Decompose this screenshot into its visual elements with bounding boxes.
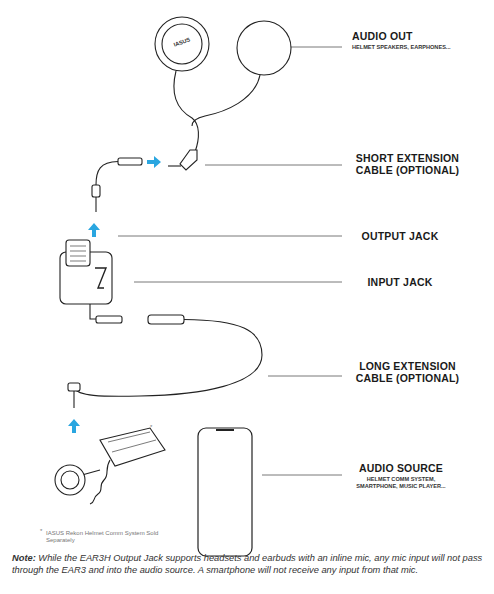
note-text: While the EAR3H Output Jack supports hea… — [12, 553, 482, 575]
part-label: SHORT EXTENSION CABLE (OPTIONAL) — [345, 152, 470, 176]
footnote-text: IASUS Rekon Helmet Comm System Sold Sepa… — [46, 530, 166, 544]
footnote-mark: * — [150, 424, 160, 431]
smartphone — [198, 428, 252, 556]
long-extension-cable — [68, 312, 262, 408]
part-sublabel: HELMET COMM SYSTEM, SMARTPHONE, MUSIC PL… — [355, 476, 447, 490]
comm-system — [55, 428, 165, 504]
part-label: AUDIO SOURCE — [345, 462, 457, 474]
leader-lines — [118, 47, 342, 475]
part-label: INPUT JACK — [345, 276, 455, 288]
note-block: Note: While the EAR3H Output Jack suppor… — [12, 552, 484, 576]
part-label: AUDIO OUT — [352, 30, 462, 42]
part-sublabel: HELMET SPEAKERS, EARPHONES... — [352, 44, 462, 51]
ear3-device — [60, 240, 112, 312]
short-extension-cable — [92, 158, 142, 212]
note-heading: Note: — [12, 553, 36, 563]
part-label: OUTPUT JACK — [345, 230, 455, 242]
speakers — [155, 17, 291, 170]
part-label: LONG EXTENSION CABLE (OPTIONAL) — [345, 360, 470, 384]
